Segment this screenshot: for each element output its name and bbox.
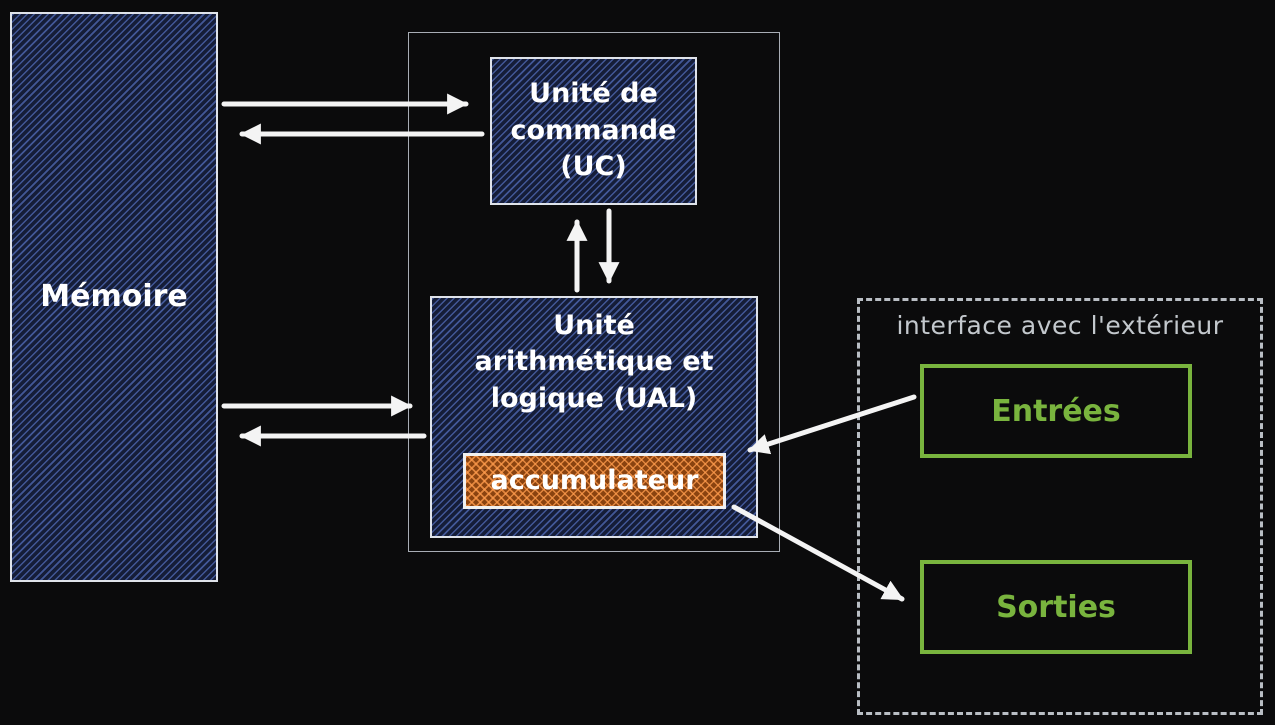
control-unit-box: Unité de commande (UC) — [490, 57, 697, 205]
cpu-container — [408, 32, 780, 552]
control-unit-label: Unité de commande (UC) — [510, 78, 677, 183]
memory-box: Mémoire — [10, 12, 218, 582]
accumulator-label: accumulateur — [490, 464, 699, 496]
memory-label: Mémoire — [40, 278, 188, 314]
alu-box: Unité arithmétique et logique (UAL) accu… — [430, 296, 758, 538]
inputs-label: Entrées — [991, 393, 1121, 429]
accumulator-box: accumulateur — [463, 453, 726, 509]
outputs-box: Sorties — [920, 560, 1192, 654]
outputs-label: Sorties — [996, 589, 1116, 625]
inputs-box: Entrées — [920, 364, 1192, 458]
external-interface-label: interface avec l'extérieur — [896, 311, 1224, 340]
alu-label: Unité arithmétique et logique (UAL) — [474, 310, 714, 414]
